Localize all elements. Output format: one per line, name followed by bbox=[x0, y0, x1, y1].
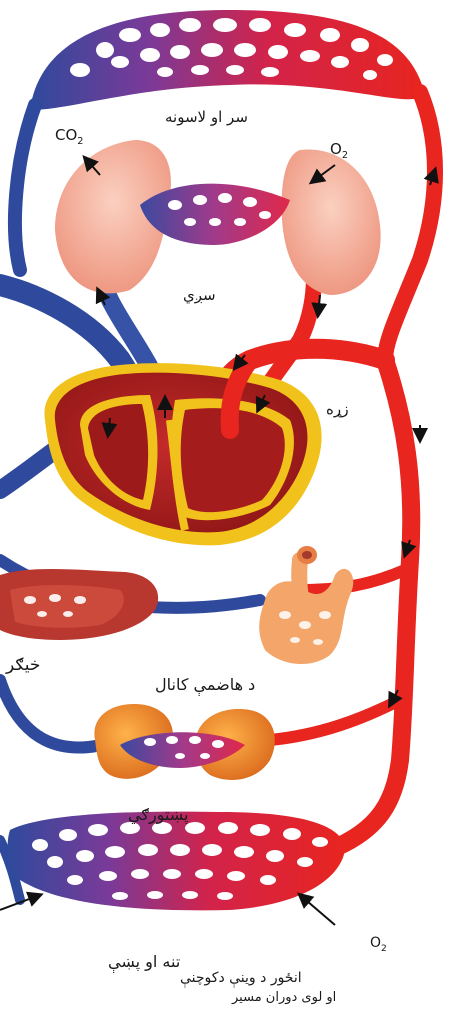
label-digestive-canal: د هاضمې کانال bbox=[155, 675, 255, 694]
caption-line2: او لوی دوران مسير bbox=[232, 990, 336, 1005]
digestive-organ bbox=[259, 546, 353, 664]
label-kidneys: پښتورګي bbox=[128, 805, 189, 824]
label-heart: زړه bbox=[326, 400, 349, 418]
caption-line1: انځور د وينې دکوچنې bbox=[180, 970, 302, 986]
label-lungs: سږي bbox=[183, 286, 216, 304]
label-trunk-legs: تنه او پښې bbox=[108, 952, 180, 971]
label-o2-bottom: O2 bbox=[370, 935, 387, 954]
heart-organ bbox=[44, 363, 321, 545]
label-liver: خيګر bbox=[6, 655, 40, 675]
label-o2-top: O2 bbox=[330, 140, 348, 161]
trunk-capillary-network bbox=[8, 812, 345, 911]
kidneys-organ bbox=[94, 704, 274, 780]
lungs-organ bbox=[55, 140, 381, 295]
liver-organ bbox=[0, 569, 158, 640]
label-head-arms: سر او لاسونه bbox=[165, 108, 248, 126]
head-capillary-network bbox=[30, 10, 425, 110]
label-co2: CO2 bbox=[55, 126, 84, 147]
